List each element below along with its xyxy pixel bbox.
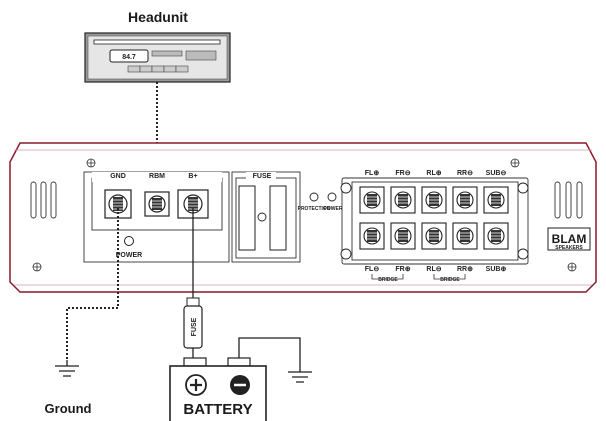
speaker-terminal xyxy=(421,186,447,214)
speaker-label-bottom: FL⊖ xyxy=(365,266,380,273)
speaker-terminal xyxy=(390,222,416,250)
terminal-label-bplus: B+ xyxy=(188,173,197,180)
headunit-display xyxy=(109,49,149,63)
speaker-terminal xyxy=(390,186,416,214)
negative-terminal-icon xyxy=(230,375,250,395)
screw-icon xyxy=(510,158,520,168)
speaker-terminal xyxy=(421,222,447,250)
speaker-terminal xyxy=(483,222,509,250)
brand-sub: SPEAKERS xyxy=(555,245,583,251)
inline-fuse-label: FUSE xyxy=(191,317,198,336)
rbm-terminal xyxy=(144,191,170,217)
power-indicator-led-label: POWER xyxy=(324,206,343,212)
speaker-label-top: FR⊖ xyxy=(395,170,410,177)
speaker-terminal xyxy=(452,222,478,250)
gnd-terminal xyxy=(104,189,132,219)
ground-symbol-icon xyxy=(288,371,312,383)
brand-logo: BLAM SPEAKERS xyxy=(547,227,591,251)
battery: BATTERY xyxy=(169,357,267,421)
power-indicator-led-icon xyxy=(327,192,337,202)
speaker-label-top: RL⊕ xyxy=(426,170,441,177)
speaker-terminals xyxy=(359,186,509,250)
speaker-label-bottom: FR⊕ xyxy=(395,266,410,273)
fuse-block-label: FUSE xyxy=(253,173,272,180)
bridge-label: BRIDGE xyxy=(378,277,398,283)
power-led-icon xyxy=(124,236,134,246)
speaker-terminal-block xyxy=(341,177,529,265)
inline-fuse: FUSE xyxy=(183,297,203,362)
right-vents xyxy=(554,181,583,219)
protection-led-icon xyxy=(309,192,319,202)
screw-icon xyxy=(86,158,96,168)
speaker-terminal xyxy=(483,186,509,214)
ground-wire xyxy=(66,208,119,360)
screw-icon xyxy=(567,262,577,272)
speaker-terminal xyxy=(359,222,385,250)
terminal-label-rbm: RBM xyxy=(149,173,165,180)
bridge-label: BRIDGE xyxy=(440,277,460,283)
headunit-display-text: 84.7 xyxy=(122,54,136,61)
left-vents xyxy=(30,181,57,219)
battery-label: BATTERY xyxy=(183,401,252,418)
speaker-label-bottom: RL⊖ xyxy=(426,266,441,273)
amplifier: GND RBM B+ POWER FUSE xyxy=(9,142,597,293)
speaker-terminal xyxy=(359,186,385,214)
headunit-title: Headunit xyxy=(128,9,188,25)
protection-led-label: PROTECTION xyxy=(298,206,331,212)
ground-symbol-icon xyxy=(55,360,79,377)
headunit: 84.7 xyxy=(84,32,231,83)
ground-label: Ground xyxy=(45,401,92,416)
negative-ground-wire xyxy=(238,337,301,372)
positive-terminal-icon xyxy=(185,374,207,396)
terminal-label-gnd: GND xyxy=(110,173,126,180)
speaker-label-bottom: SUB⊕ xyxy=(486,266,507,273)
speaker-terminal xyxy=(452,186,478,214)
speaker-label-top: RR⊖ xyxy=(457,170,473,177)
screw-icon xyxy=(32,262,42,272)
power-label: POWER xyxy=(116,252,142,259)
speaker-label-top: FL⊕ xyxy=(365,170,380,177)
brand-name: BLAM xyxy=(552,232,587,246)
speaker-label-top: SUB⊖ xyxy=(486,170,507,177)
speaker-label-bottom: RR⊕ xyxy=(457,266,473,273)
